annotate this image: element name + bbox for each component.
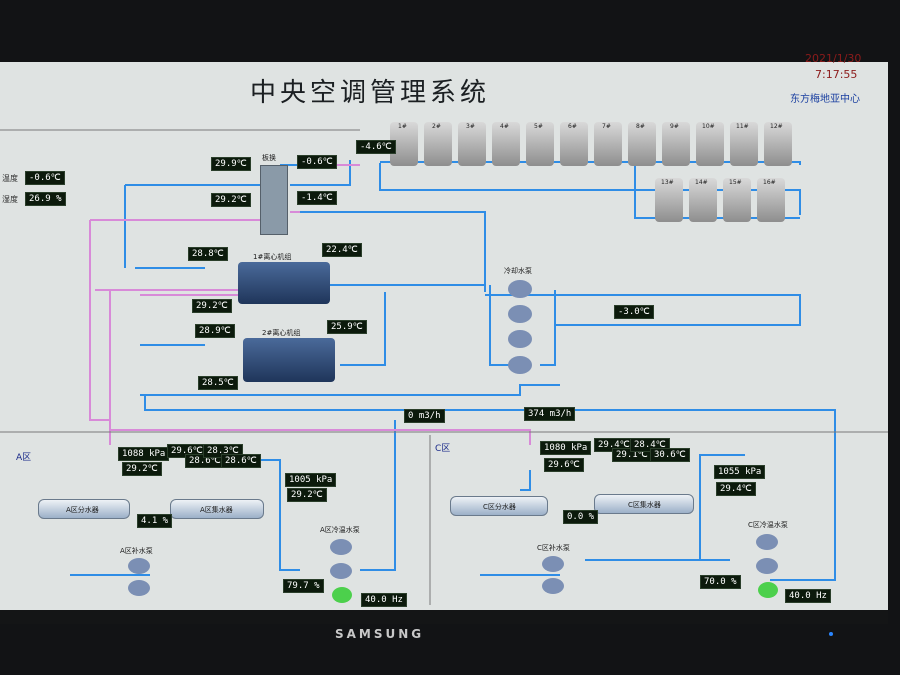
temp-readout: 29.2℃	[211, 193, 251, 207]
a-collect-header[interactable]	[170, 499, 264, 519]
cooling-pump[interactable]	[508, 356, 532, 374]
cooling-pumps-label: 冷却水泵	[504, 267, 532, 275]
chiller-1[interactable]	[238, 262, 330, 304]
humidity-readout: 26.9 %	[25, 192, 66, 206]
temp-readout: 29.4℃	[716, 482, 756, 496]
hot-pump[interactable]	[756, 534, 778, 550]
c-collect-header-label: C区集水器	[628, 501, 661, 509]
temp-readout: 29.9℃	[211, 157, 251, 171]
temp-readout: -0.6℃	[297, 155, 337, 169]
zone-c-label: C区	[435, 444, 451, 454]
cooling-tower[interactable]: 13#	[655, 178, 683, 222]
temp-readout: 29.2℃	[287, 488, 327, 502]
makeup-pump[interactable]	[128, 580, 150, 596]
c-hot-pump-label: C区冷温水泵	[748, 521, 788, 529]
frequency-readout: 40.0 Hz	[785, 589, 831, 603]
cooling-tower[interactable]: 4#	[492, 122, 520, 166]
a-hot-pump-label: A区冷温水泵	[320, 526, 360, 534]
temp-readout: 29.6℃	[544, 458, 584, 472]
temp-readout: 28.8℃	[188, 247, 228, 261]
power-led-icon	[829, 632, 833, 636]
c-split-header-label: C区分水器	[483, 503, 516, 511]
page-title: 中央空调管理系统	[250, 78, 491, 108]
cooling-tower[interactable]: 16#	[757, 178, 785, 222]
temp-readout: -3.0℃	[614, 305, 654, 319]
temp-readout: 28.5℃	[198, 376, 238, 390]
percent-readout: 4.1 %	[137, 514, 173, 528]
makeup-pump[interactable]	[542, 556, 564, 572]
cooling-pump[interactable]	[508, 280, 532, 298]
a-collect-header-label: A区集水器	[200, 506, 233, 514]
cooling-tower[interactable]: 2#	[424, 122, 452, 166]
pressure-readout: 1055 kPa	[714, 465, 766, 479]
chiller-2[interactable]	[243, 338, 335, 382]
percent-readout: 0.0 %	[563, 510, 599, 524]
hot-pump-running[interactable]	[332, 587, 352, 603]
makeup-pump[interactable]	[128, 558, 150, 574]
flow-readout: 0 m3/h	[404, 409, 445, 423]
pressure-readout: 1080 kPa	[540, 441, 592, 455]
a-split-header[interactable]	[38, 499, 130, 519]
date-display: 2021/1/30	[805, 52, 862, 65]
temp-readout: 29.2℃	[192, 299, 232, 313]
c-makeup-pump-label: C区补水泵	[537, 544, 570, 552]
hot-pump[interactable]	[330, 539, 352, 555]
temp-readout: 28.6℃	[221, 454, 261, 468]
hot-pump[interactable]	[330, 563, 352, 579]
cooling-tower[interactable]: 7#	[594, 122, 622, 166]
temp-readout: 25.9℃	[327, 320, 367, 334]
zone-a-label: A区	[16, 453, 32, 463]
temp-readout: -1.4℃	[297, 191, 337, 205]
outdoor-temp-label: 温度	[2, 174, 18, 183]
cooling-tower[interactable]: 14#	[689, 178, 717, 222]
temp-readout: 22.4℃	[322, 243, 362, 257]
frequency-readout: 40.0 Hz	[361, 593, 407, 607]
temp-readout: 28.9℃	[195, 324, 235, 338]
temp-readout: 29.2℃	[122, 462, 162, 476]
cooling-tower[interactable]: 5#	[526, 122, 554, 166]
a-split-header-label: A区分水器	[66, 506, 99, 514]
percent-readout: 70.0 %	[700, 575, 741, 589]
cooling-tower[interactable]: 9#	[662, 122, 690, 166]
cooling-tower[interactable]: 15#	[723, 178, 751, 222]
outdoor-temp-readout: -0.6℃	[25, 171, 65, 185]
pressure-readout: 1005 kPa	[285, 473, 337, 487]
chiller-1-label: 1#离心机组	[253, 253, 292, 261]
cooling-tower[interactable]: 11#	[730, 122, 758, 166]
pressure-readout: 1088 kPa	[118, 447, 170, 461]
makeup-pump[interactable]	[542, 578, 564, 594]
c-collect-header[interactable]	[594, 494, 694, 514]
plate-exchanger-label: 板换	[262, 154, 276, 162]
percent-readout: 79.7 %	[283, 579, 324, 593]
cooling-tower[interactable]: 8#	[628, 122, 656, 166]
cooling-pump[interactable]	[508, 305, 532, 323]
time-display: 7:17:55	[815, 68, 858, 81]
a-makeup-pump-label: A区补水泵	[120, 547, 153, 555]
monitor-brand: SAMSUNG	[335, 627, 425, 641]
cooling-tower[interactable]: 10#	[696, 122, 724, 166]
cooling-tower[interactable]: 6#	[560, 122, 588, 166]
temp-readout: 30.6℃	[650, 448, 690, 462]
c-split-header[interactable]	[450, 496, 548, 516]
humidity-label: 湿度	[2, 195, 18, 204]
flow-readout: 374 m3/h	[524, 407, 576, 421]
hot-pump-running[interactable]	[758, 582, 778, 598]
plate-exchanger[interactable]	[260, 165, 288, 235]
cooling-tower[interactable]: 12#	[764, 122, 792, 166]
cooling-tower[interactable]: 3#	[458, 122, 486, 166]
temp-readout: -4.6℃	[356, 140, 396, 154]
chiller-2-label: 2#离心机组	[262, 329, 301, 337]
cooling-pump[interactable]	[508, 330, 532, 348]
hot-pump[interactable]	[756, 558, 778, 574]
organization-name: 东方梅地亚中心	[790, 94, 860, 105]
